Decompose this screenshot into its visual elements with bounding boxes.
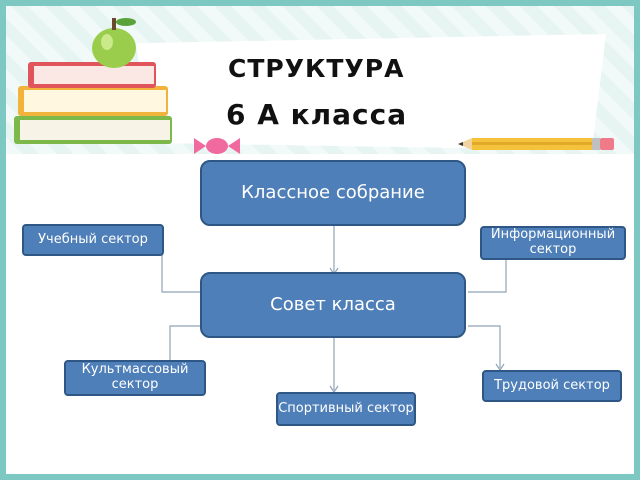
- node-sport: Спортивный сектор: [276, 392, 416, 426]
- connectors: [161, 226, 507, 394]
- diagram-area: Классное собрание Учебный сектор Информа…: [6, 156, 634, 474]
- slide-frame: СТРУКТУРА 6 А класса Клас: [6, 6, 634, 474]
- node-assembly: Классное собрание: [200, 160, 466, 226]
- books-apple-illustration: [14, 18, 172, 144]
- title-banner: [136, 34, 606, 150]
- node-labor: Трудовой сектор: [482, 370, 622, 402]
- node-council: Совет класса: [200, 272, 466, 338]
- pencil-icon: [458, 138, 614, 150]
- node-culture: Культмассовый сектор: [64, 360, 206, 396]
- header: СТРУКТУРА 6 А класса: [6, 6, 634, 154]
- node-info: Информационный сектор: [480, 226, 626, 260]
- node-study: Учебный сектор: [22, 224, 164, 256]
- title-line-1: СТРУКТУРА: [228, 54, 405, 83]
- title-line-2: 6 А класса: [226, 98, 408, 131]
- candy-icon: [194, 138, 240, 154]
